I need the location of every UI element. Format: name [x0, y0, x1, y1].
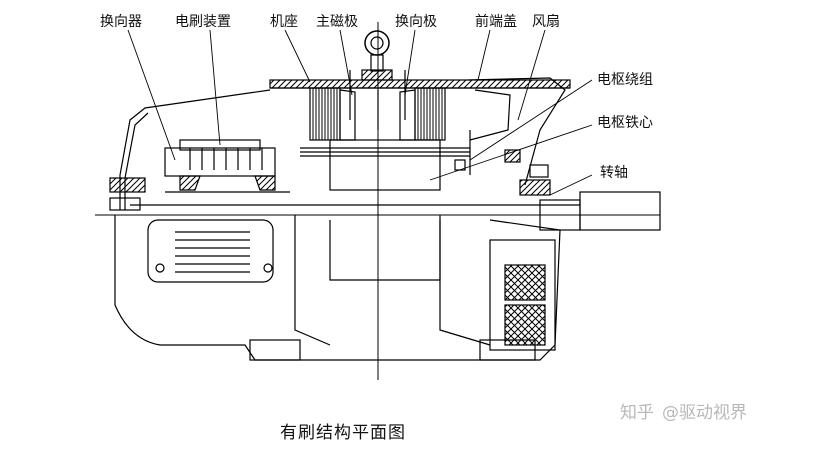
label-main-pole: 主磁极 [316, 14, 358, 30]
front-end-cover-fan [467, 77, 566, 196]
frame-lower-body [114, 215, 561, 361]
leader-lines [127, 29, 593, 196]
bearing-section [489, 239, 556, 351]
label-commutator: 换向器 [100, 14, 142, 30]
label-front-cover: 前端盖 [475, 14, 517, 30]
label-shaft: 转轴 [600, 165, 628, 181]
watermark-platform: 知乎 [620, 403, 654, 423]
frame-top-plate [269, 79, 571, 89]
lifting-eye [361, 30, 393, 81]
label-brush-gear: 电刷装置 [175, 14, 231, 30]
rear-end-cover [109, 89, 271, 211]
label-armature-winding: 电枢绕组 [597, 72, 653, 88]
watermark: 知乎 @驱动视界 [620, 398, 755, 423]
diagram-caption: 有刷结构平面图 [280, 423, 406, 443]
watermark-author: @驱动视界 [662, 403, 747, 423]
armature [300, 130, 471, 191]
label-armature-core: 电枢铁心 [597, 115, 653, 131]
label-frame: 机座 [270, 14, 298, 30]
commutator-brush-assembly [164, 139, 290, 193]
label-interpole: 换向极 [395, 14, 437, 30]
label-fan: 风扇 [532, 14, 560, 30]
